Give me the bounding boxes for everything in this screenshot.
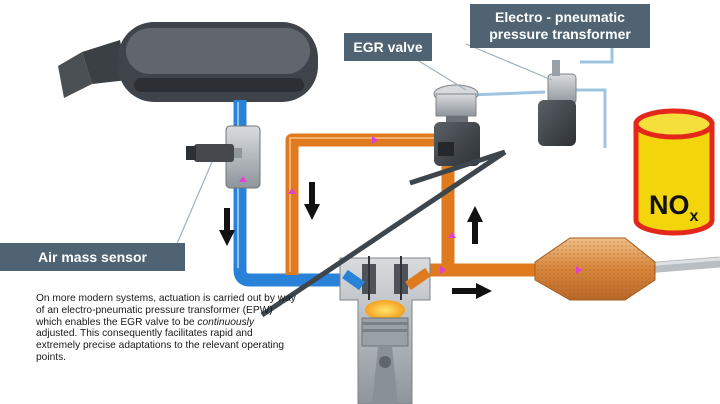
- egr-valve: [433, 84, 480, 166]
- flow-marker: [448, 232, 456, 238]
- flow-arrows: [219, 182, 492, 299]
- engine-cylinder: [339, 256, 431, 404]
- exhaust-egr-pipe: [285, 133, 540, 277]
- flow-marker: [239, 176, 247, 182]
- flow-marker: [372, 136, 378, 144]
- air-mass-sensor: [186, 125, 261, 189]
- electro-pneumatic-pressure-transformer: [538, 60, 577, 146]
- label-egr-valve: EGR valve: [344, 33, 432, 61]
- callout-line-epw: [465, 43, 553, 81]
- arrow-up-egr: [467, 206, 483, 244]
- air-filter-housing: [58, 22, 318, 102]
- nox-label: NOx: [649, 190, 699, 225]
- arrow-down-intake: [219, 208, 235, 246]
- exhaust-port: [405, 267, 431, 291]
- description-part2: adjusted. This consequently facilitates …: [36, 328, 285, 363]
- sweep-line-upper: [409, 149, 506, 186]
- flow-markers: [239, 136, 582, 274]
- exhaust-pipe: [644, 256, 720, 274]
- description-part1: On more modern systems, actuation is car…: [36, 293, 296, 328]
- sweep-line-lower: [260, 149, 507, 318]
- arrow-down-egr: [304, 182, 320, 220]
- flow-marker: [440, 266, 446, 274]
- description-emphasis: continuously: [197, 316, 255, 328]
- label-epw-line1: Electro - pneumatic: [495, 9, 625, 25]
- description-text: On more modern systems, actuation is car…: [36, 293, 298, 364]
- callout-line-egr: [413, 57, 467, 91]
- label-epw-line2: pressure transformer: [489, 26, 631, 42]
- flow-marker: [576, 266, 582, 274]
- flow-marker: [288, 188, 296, 194]
- intake-port: [342, 269, 365, 291]
- label-electro-pneumatic-pressure-transformer: Electro - pneumatic pressure transformer: [470, 4, 650, 48]
- nox-container: NOx: [633, 108, 715, 236]
- label-air-mass-sensor: Air mass sensor: [0, 243, 185, 271]
- arrow-right-exhaust: [452, 283, 492, 299]
- catalytic-converter: [534, 237, 656, 301]
- callout-line-sensor: [175, 161, 213, 247]
